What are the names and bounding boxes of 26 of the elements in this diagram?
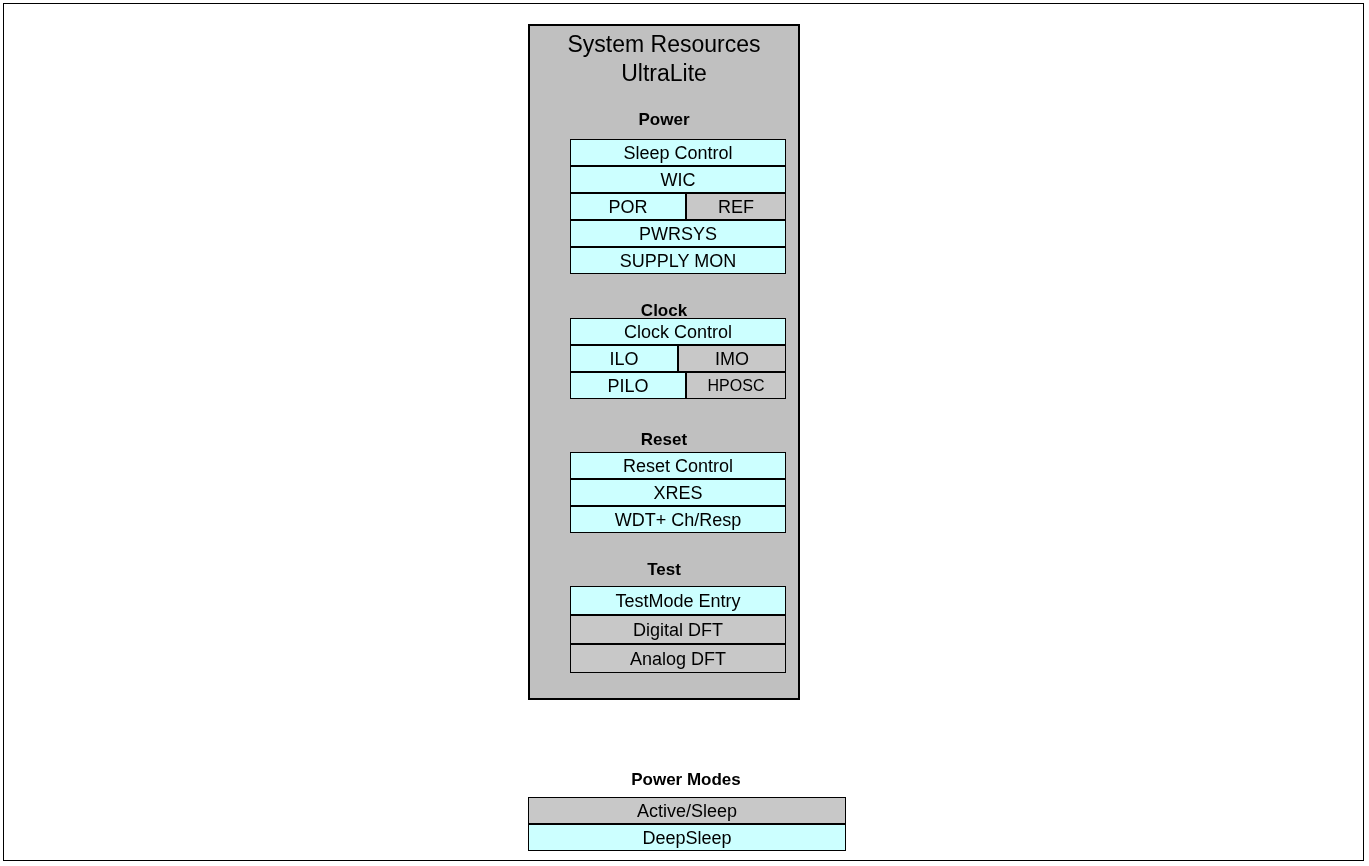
block-row: Digital DFT (570, 615, 786, 644)
panel-title: System Resources UltraLite (566, 30, 762, 88)
block-row: Active/Sleep (528, 797, 846, 824)
section-heading: Clock (640, 301, 688, 321)
block-row: ILO (570, 345, 678, 372)
block-row: WDT+ Ch/Resp (570, 506, 786, 533)
section-heading: Test (647, 560, 681, 580)
block-row: Clock Control (570, 318, 786, 345)
block-row: IMO (678, 345, 786, 372)
block-row: HPOSC (686, 372, 786, 399)
block-row: WIC (570, 166, 786, 193)
block-row: PILO (570, 372, 686, 399)
block-row: POR (570, 193, 686, 220)
block-row: DeepSleep (528, 824, 846, 851)
block-row: Sleep Control (570, 139, 786, 166)
section-heading: Reset (640, 430, 688, 450)
block-row: TestMode Entry (570, 586, 786, 615)
block-row: Reset Control (570, 452, 786, 479)
block-row: XRES (570, 479, 786, 506)
section-heading: Power (638, 110, 690, 130)
section-heading: Power Modes (631, 770, 741, 790)
system-panel (528, 24, 800, 700)
block-row: SUPPLY MON (570, 247, 786, 274)
block-row: REF (686, 193, 786, 220)
block-row: PWRSYS (570, 220, 786, 247)
block-row: Analog DFT (570, 644, 786, 673)
